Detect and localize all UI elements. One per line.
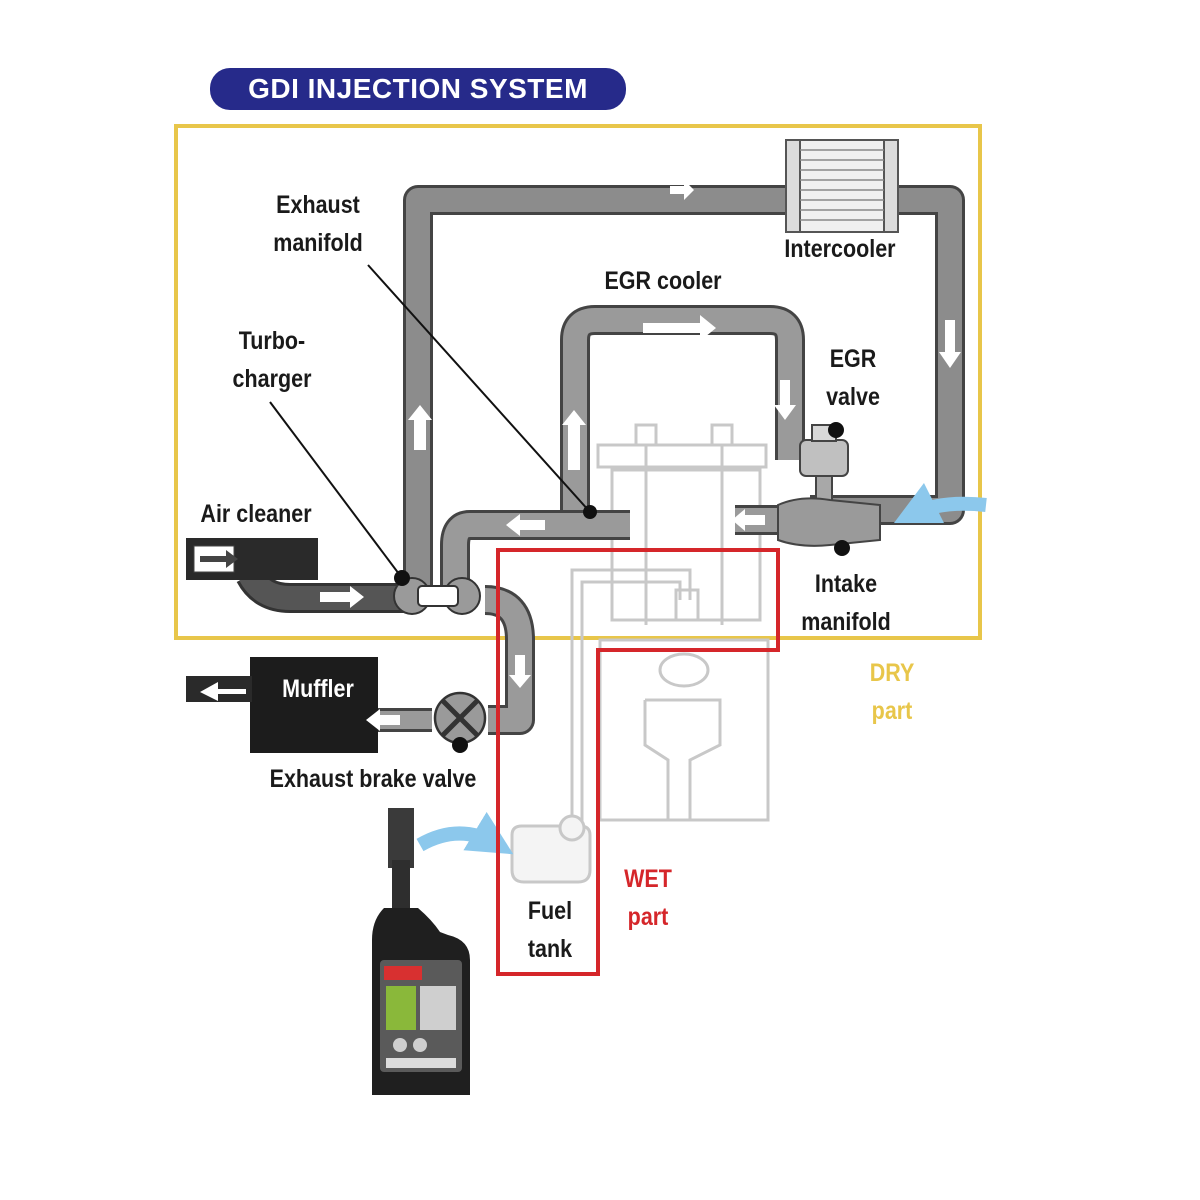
engine-block xyxy=(596,423,770,822)
flow-arrow xyxy=(893,482,987,524)
turbocharger xyxy=(393,577,481,615)
flow-arrows xyxy=(320,180,961,731)
label-exhaust-brake-valve: Exhaust brake valve xyxy=(269,765,477,793)
flow-arrow xyxy=(416,811,514,855)
additive-bottle xyxy=(372,808,470,1095)
callouts xyxy=(269,264,850,753)
muffler-box xyxy=(250,657,378,753)
intake-manifold-body xyxy=(777,497,881,547)
label-air-cleaner: Air cleaner xyxy=(200,500,312,528)
intercooler xyxy=(785,139,899,233)
label-turbocharger: Turbo-charger xyxy=(232,327,312,393)
label-intercooler: Intercooler xyxy=(784,235,896,263)
dry-zone-border xyxy=(174,124,982,640)
wet-zone-border xyxy=(496,548,780,976)
diagram-title: GDI INJECTION SYSTEM xyxy=(210,68,626,110)
label-egr-cooler: EGR cooler xyxy=(604,267,722,295)
fuel-system xyxy=(510,568,692,884)
exhaust-brake-valve xyxy=(433,691,487,745)
egr-valve xyxy=(799,424,849,507)
label-muffler: Muffler xyxy=(282,675,354,703)
